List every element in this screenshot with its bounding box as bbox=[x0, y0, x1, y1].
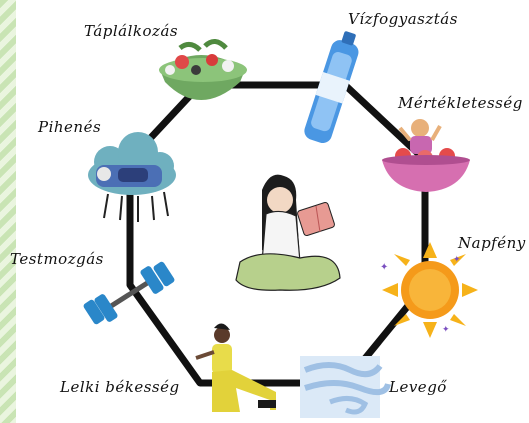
air-wave-icon bbox=[300, 356, 388, 418]
svg-text:✦: ✦ bbox=[453, 255, 461, 265]
label-taplalkozas: Táplálkozás bbox=[84, 22, 178, 40]
label-mertekletesseg: Mértékletesség bbox=[398, 94, 523, 112]
label-napfeny: Napfény bbox=[458, 234, 526, 252]
label-pihenes: Pihenés bbox=[38, 118, 101, 136]
kneeling-figure-icon bbox=[196, 323, 276, 412]
label-vizfogyasztas: Vízfogyasztás bbox=[348, 10, 458, 28]
reading-woman-icon bbox=[236, 175, 340, 291]
label-levego: Levegő bbox=[389, 378, 447, 396]
svg-text:✦: ✦ bbox=[442, 325, 450, 335]
svg-text:✦: ✦ bbox=[380, 262, 388, 273]
label-lelki-bekesseg: Lelki békesség bbox=[60, 378, 180, 396]
salad-bowl-icon bbox=[159, 41, 247, 100]
label-testmozgas: Testmozgás bbox=[10, 250, 104, 268]
